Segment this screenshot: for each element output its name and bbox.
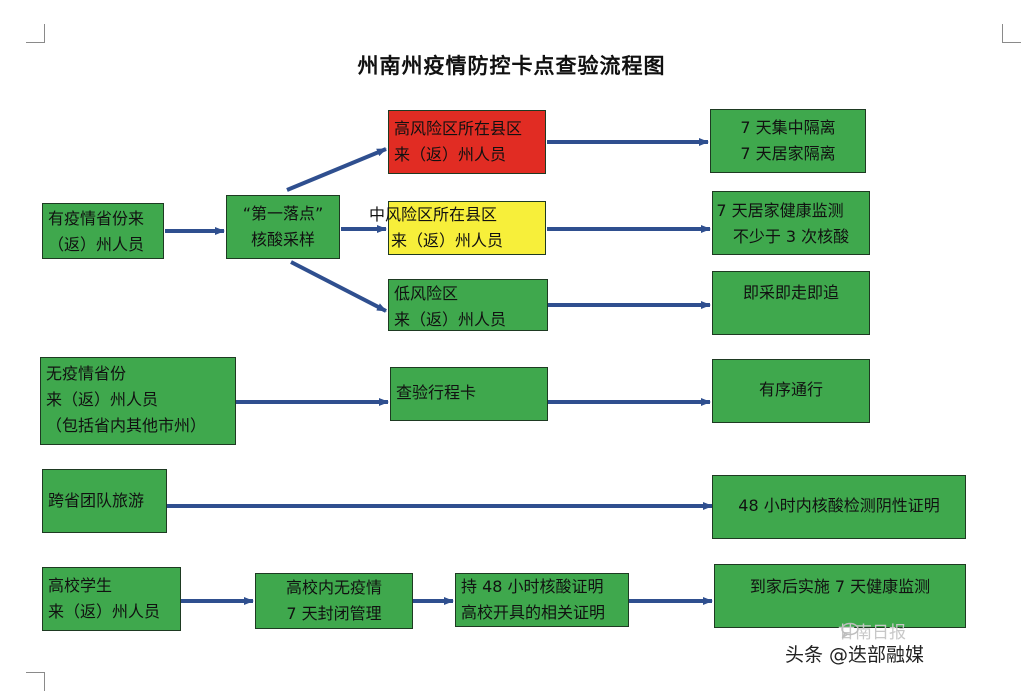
watermark-text: 头条 @迭部融媒 bbox=[785, 644, 925, 666]
box-line: “第一落点” bbox=[242, 204, 324, 223]
box-line: 有疫情省份来 bbox=[48, 209, 145, 228]
box-mid-result: 7 天居家健康监测 不少于 3 次核酸 bbox=[712, 191, 870, 255]
box-orderly-pass: 有序通行 bbox=[712, 359, 870, 423]
box-students-step1: 高校内无疫情 7 天封闭管理 bbox=[255, 573, 413, 629]
diagram-title: 州南州疫情防控卡点查验流程图 bbox=[357, 54, 666, 78]
box-line: 来（返）州人员 bbox=[46, 390, 159, 409]
box-students-step2: 持 48 小时核酸证明 高校开具的相关证明 bbox=[455, 573, 629, 627]
arrow-sampling-to-high bbox=[286, 147, 387, 192]
box-line: 来（返）州人员 bbox=[394, 310, 507, 329]
box-tour-group: 跨省团队旅游 bbox=[42, 469, 167, 533]
box-high-result: 7 天集中隔离 7 天居家隔离 bbox=[710, 109, 866, 173]
page-corner-mark bbox=[1002, 24, 1021, 43]
box-line: 跨省团队旅游 bbox=[48, 491, 145, 510]
box-line: 7 天集中隔离 bbox=[740, 118, 836, 137]
page-corner-mark bbox=[26, 24, 45, 43]
box-line: （包括省内其他市州） bbox=[46, 416, 207, 435]
box-line: 到家后实施 7 天健康监测 bbox=[749, 577, 931, 596]
box-high-risk: 高风险区所在县区 来（返）州人员 bbox=[388, 110, 546, 174]
box-line: 持 48 小时核酸证明 bbox=[461, 577, 604, 596]
box-line: 高校开具的相关证明 bbox=[461, 603, 606, 622]
box-epidemic-source: 有疫情省份来 （返）州人员 bbox=[42, 203, 164, 259]
box-mid-risk: 中风险区所在县区 来（返）州人员 bbox=[369, 201, 546, 255]
box-line: 查验行程卡 bbox=[396, 383, 477, 402]
box-line: 核酸采样 bbox=[250, 230, 315, 249]
box-line: （返）州人员 bbox=[48, 235, 145, 254]
arrow-sampling-to-low bbox=[290, 260, 387, 313]
box-line: 高风险区所在县区 bbox=[394, 119, 523, 138]
watermark-ghost-text: 甘南日报 bbox=[838, 623, 906, 643]
box-line: 来（返）州人员 bbox=[394, 145, 507, 164]
box-line: 7 天居家隔离 bbox=[740, 144, 836, 163]
box-line: 48 小时内核酸检测阴性证明 bbox=[738, 496, 940, 515]
box-line: 高校学生 bbox=[48, 576, 113, 595]
box-line: 有序通行 bbox=[758, 380, 823, 399]
box-line: 7 天封闭管理 bbox=[286, 604, 382, 623]
box-no-epidemic-source: 无疫情省份 来（返）州人员 （包括省内其他市州） bbox=[40, 357, 236, 445]
box-line: 中风险区所在县区 bbox=[369, 205, 498, 224]
box-line: 低风险区 bbox=[394, 284, 459, 303]
box-sampling: “第一落点” 核酸采样 bbox=[226, 195, 340, 259]
box-tour-result: 48 小时内核酸检测阴性证明 bbox=[712, 475, 966, 539]
box-students-result: 到家后实施 7 天健康监测 bbox=[714, 564, 966, 628]
page-corner-mark bbox=[26, 672, 45, 691]
box-line: 高校内无疫情 bbox=[285, 578, 382, 597]
box-low-result: 即采即走即追 bbox=[712, 271, 870, 335]
chat-bubble-icon bbox=[841, 622, 859, 638]
box-students-source: 高校学生 来（返）州人员 bbox=[42, 567, 181, 631]
box-line: 来（返）州人员 bbox=[391, 231, 504, 250]
box-line: 无疫情省份 bbox=[46, 364, 127, 383]
box-line: 来（返）州人员 bbox=[48, 602, 161, 621]
box-low-risk: 低风险区 来（返）州人员 bbox=[388, 279, 548, 331]
box-check-itinerary: 查验行程卡 bbox=[390, 367, 548, 421]
box-line: 7 天居家健康监测 bbox=[716, 201, 844, 220]
box-line: 不少于 3 次核酸 bbox=[732, 227, 850, 246]
box-line: 即采即走即追 bbox=[742, 283, 839, 302]
